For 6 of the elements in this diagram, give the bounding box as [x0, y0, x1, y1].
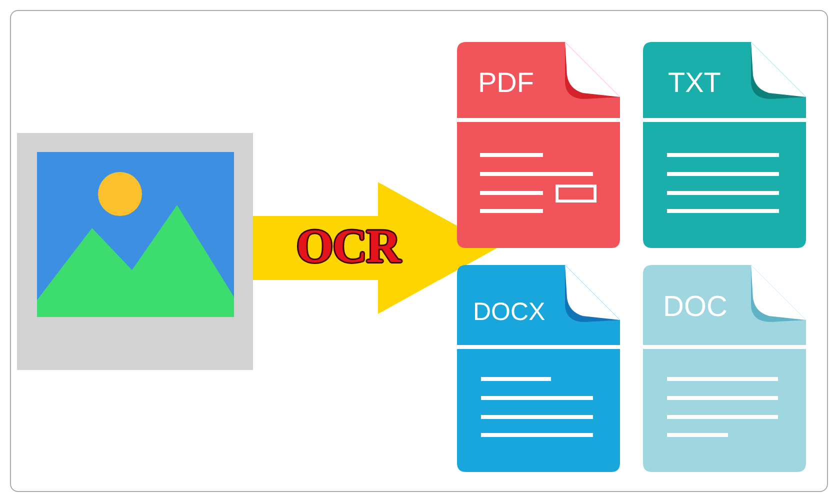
format-label: PDF — [478, 69, 534, 97]
format-label: DOC — [663, 293, 728, 322]
edge-label: OCR — [296, 223, 400, 271]
landscape-picture — [17, 133, 253, 370]
format-label: DOCX — [473, 300, 546, 325]
format-label: TXT — [668, 69, 721, 97]
